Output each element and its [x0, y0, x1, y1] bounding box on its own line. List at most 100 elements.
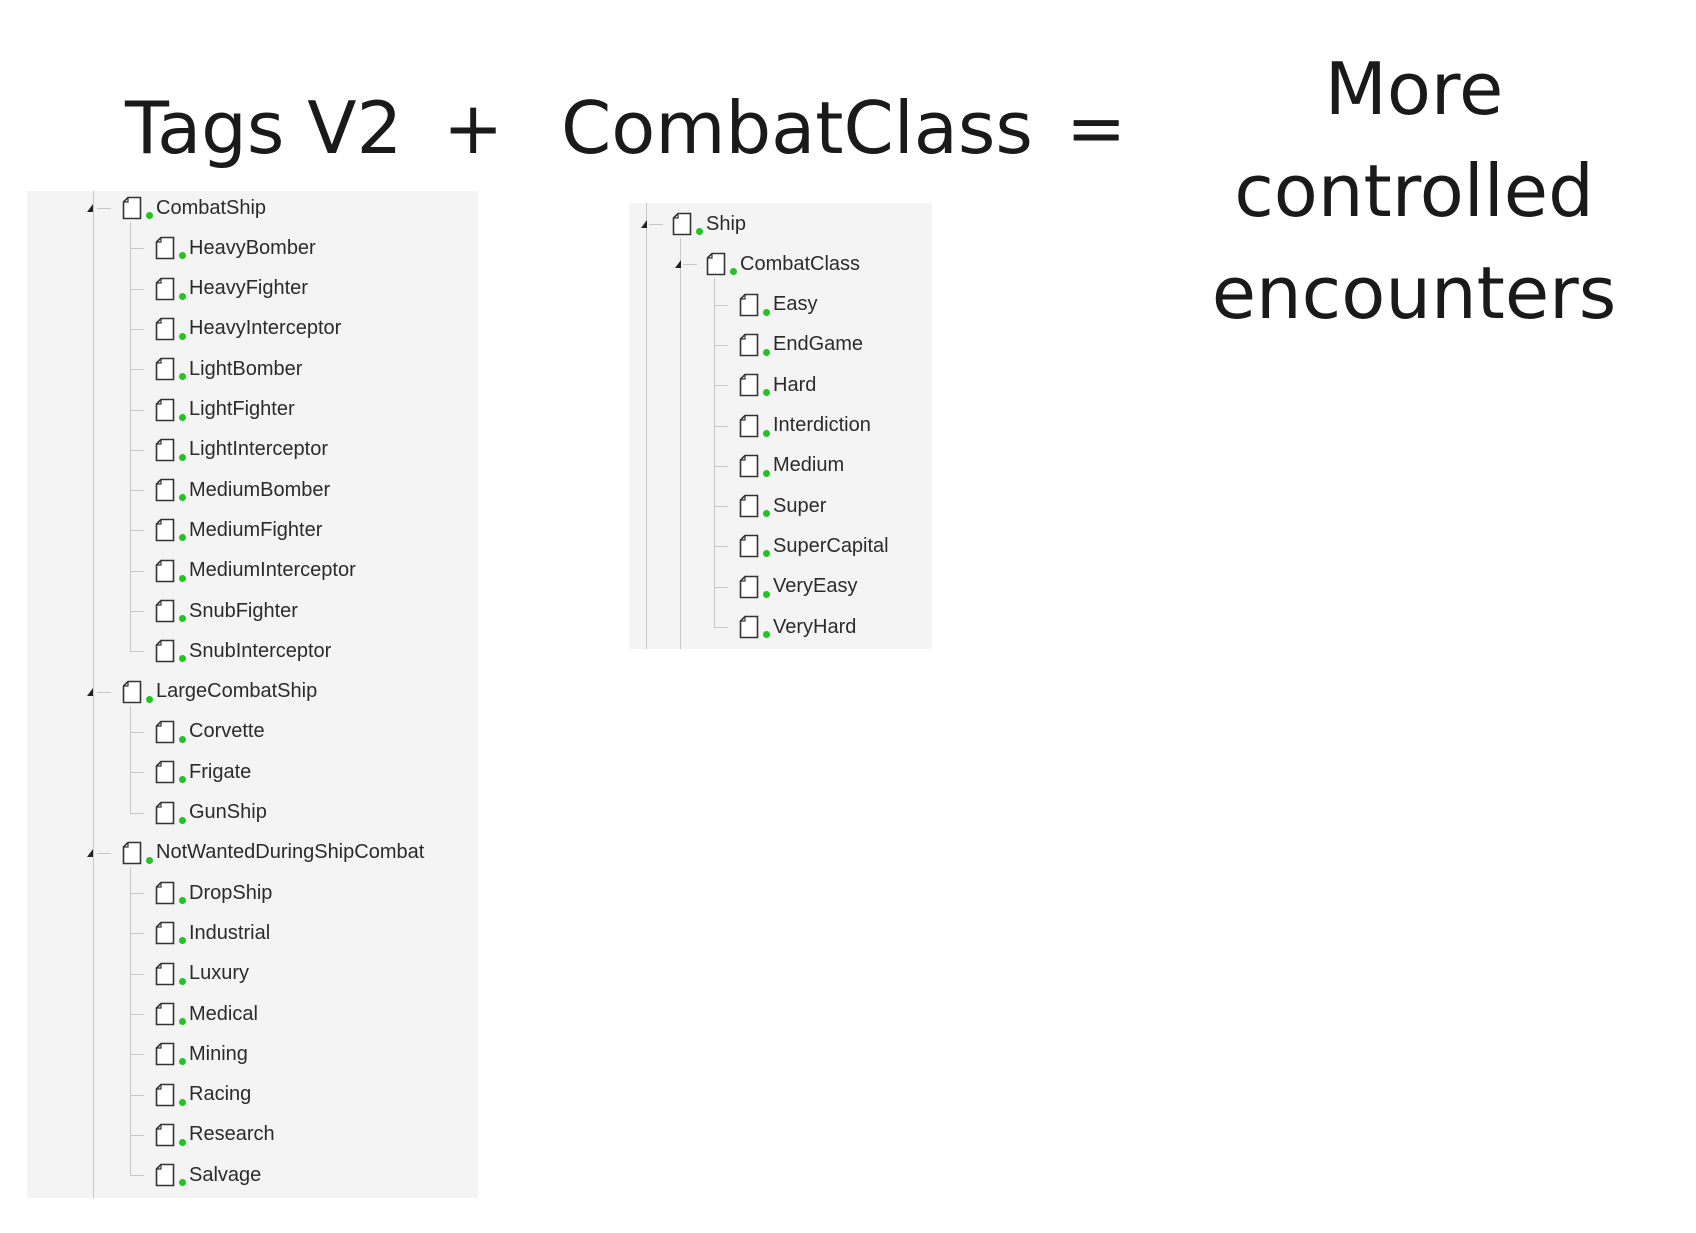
- collapse-arrow-icon[interactable]: [87, 204, 93, 212]
- status-dot-icon: [763, 631, 770, 638]
- document-tag-icon: [155, 398, 186, 422]
- tree-connector: [130, 973, 144, 975]
- status-dot-icon: [179, 1098, 186, 1106]
- collapse-arrow-icon[interactable]: [675, 260, 681, 269]
- tree-root-ship[interactable]: Ship: [672, 204, 746, 244]
- document-tag-icon: [155, 1123, 186, 1147]
- tree-connector: [130, 490, 144, 492]
- tree-item-luxury[interactable]: Luxury: [155, 954, 249, 994]
- tree-item-industrial[interactable]: Industrial: [155, 913, 270, 953]
- status-dot-icon: [763, 429, 770, 437]
- collapse-arrow-icon[interactable]: [87, 687, 93, 696]
- tree-item-label: SnubFighter: [189, 599, 298, 622]
- document-tag-icon: [155, 599, 186, 623]
- tree-item-corvette[interactable]: Corvette: [155, 712, 265, 752]
- tree-connector: [97, 208, 111, 209]
- document-tag-icon: [155, 357, 186, 381]
- tree-item-lightinterceptor[interactable]: LightInterceptor: [155, 430, 328, 470]
- tree-connector: [130, 772, 144, 774]
- tree-connector: [130, 369, 144, 371]
- tree-item-label: VeryEasy: [773, 575, 858, 598]
- tree-connector: [646, 203, 647, 649]
- tree-connector: [714, 586, 728, 588]
- tree-item-lightbomber[interactable]: LightBomber: [155, 349, 302, 389]
- tree-item-label: Frigate: [189, 760, 252, 783]
- document-tag-icon: [155, 921, 186, 945]
- tree-group-label: NotWantedDuringShipCombat: [156, 841, 425, 864]
- tree-item-dropship[interactable]: DropShip: [155, 873, 272, 913]
- collapse-arrow-icon[interactable]: [87, 848, 93, 857]
- document-tag-icon: [155, 1163, 186, 1187]
- status-dot-icon: [763, 308, 770, 316]
- tree-item-super[interactable]: Super: [739, 486, 826, 526]
- tree-connector: [130, 893, 144, 895]
- tree-item-hard[interactable]: Hard: [739, 365, 816, 405]
- tree-group-label: Ship: [706, 212, 747, 235]
- document-tag-icon: [155, 720, 186, 744]
- tree-item-mediuminterceptor[interactable]: MediumInterceptor: [155, 551, 356, 591]
- tree-item-easy[interactable]: Easy: [739, 285, 817, 325]
- tree-group-combatclass[interactable]: CombatClass: [706, 244, 860, 284]
- tree-item-mediumbomber[interactable]: MediumBomber: [155, 470, 330, 510]
- tree-item-label: Racing: [189, 1083, 252, 1106]
- tree-item-mining[interactable]: Mining: [155, 1034, 248, 1074]
- tree-item-salvage[interactable]: Salvage: [155, 1155, 261, 1195]
- tree-connector: [714, 465, 728, 467]
- tree-item-medical[interactable]: Medical: [155, 994, 258, 1034]
- tree-item-veryhard[interactable]: VeryHard: [739, 607, 856, 647]
- tree-item-label: SuperCapital: [773, 534, 889, 557]
- status-dot-icon: [179, 494, 186, 502]
- tree-connector: [97, 691, 111, 693]
- tree-item-gunship[interactable]: GunShip: [155, 793, 267, 833]
- document-tag-icon: [122, 680, 153, 704]
- tree-item-supercapital[interactable]: SuperCapital: [739, 526, 889, 566]
- tree-item-heavybomber[interactable]: HeavyBomber: [155, 228, 316, 268]
- tree-item-snubinterceptor[interactable]: SnubInterceptor: [155, 631, 331, 671]
- tree-item-medium[interactable]: Medium: [739, 446, 844, 486]
- document-tag-icon: [739, 454, 770, 478]
- tree-item-lightfighter[interactable]: LightFighter: [155, 390, 295, 430]
- tree-connector: [680, 238, 681, 649]
- equals-sign: =: [1066, 86, 1127, 170]
- tree-connector: [130, 812, 144, 814]
- heading-tags-v2: Tags V2: [125, 86, 403, 170]
- tree-connector: [649, 224, 663, 225]
- heading-result: More controlled encounters: [1211, 47, 1617, 335]
- tree-item-label: Research: [189, 1123, 275, 1146]
- tree-item-frigate[interactable]: Frigate: [155, 752, 251, 792]
- tree-connector: [130, 328, 144, 330]
- tree-group-largecombatship[interactable]: LargeCombatShip: [122, 672, 317, 712]
- tree-connector: [130, 651, 144, 653]
- document-tag-icon: [122, 841, 153, 865]
- tree-item-snubfighter[interactable]: SnubFighter: [155, 591, 298, 631]
- tree-group-label: LargeCombatShip: [156, 680, 318, 703]
- tree-item-endgame[interactable]: EndGame: [739, 325, 863, 365]
- tree-item-mediumfighter[interactable]: MediumFighter: [155, 510, 322, 550]
- status-dot-icon: [696, 228, 703, 235]
- tree-connector: [130, 1094, 144, 1096]
- document-tag-icon: [155, 962, 186, 986]
- tree-item-heavyinterceptor[interactable]: HeavyInterceptor: [155, 309, 341, 349]
- document-tag-icon: [155, 801, 186, 825]
- tree-group-combatship[interactable]: CombatShip: [122, 188, 266, 228]
- tree-group-notwantedduringshipcombat[interactable]: NotWantedDuringShipCombat: [122, 833, 424, 873]
- tree-item-research[interactable]: Research: [155, 1115, 275, 1155]
- status-dot-icon: [179, 655, 186, 663]
- tree-item-interdiction[interactable]: Interdiction: [739, 406, 871, 446]
- document-tag-icon: [155, 881, 186, 905]
- tree-item-racing[interactable]: Racing: [155, 1075, 251, 1115]
- tree-connector: [130, 449, 144, 451]
- tree-item-heavyfighter[interactable]: HeavyFighter: [155, 269, 308, 309]
- tree-item-label: Industrial: [189, 921, 271, 944]
- document-tag-icon: [155, 760, 186, 784]
- tree-item-veryeasy[interactable]: VeryEasy: [739, 567, 857, 607]
- tree-item-label: Salvage: [189, 1163, 262, 1186]
- status-dot-icon: [146, 212, 153, 219]
- status-dot-icon: [179, 937, 186, 945]
- tree-item-label: HeavyInterceptor: [189, 317, 342, 340]
- tree-connector: [130, 866, 131, 1177]
- tree-item-label: HeavyBomber: [189, 236, 316, 259]
- document-tag-icon: [155, 518, 186, 542]
- document-tag-icon: [155, 559, 186, 583]
- collapse-arrow-icon[interactable]: [641, 220, 647, 228]
